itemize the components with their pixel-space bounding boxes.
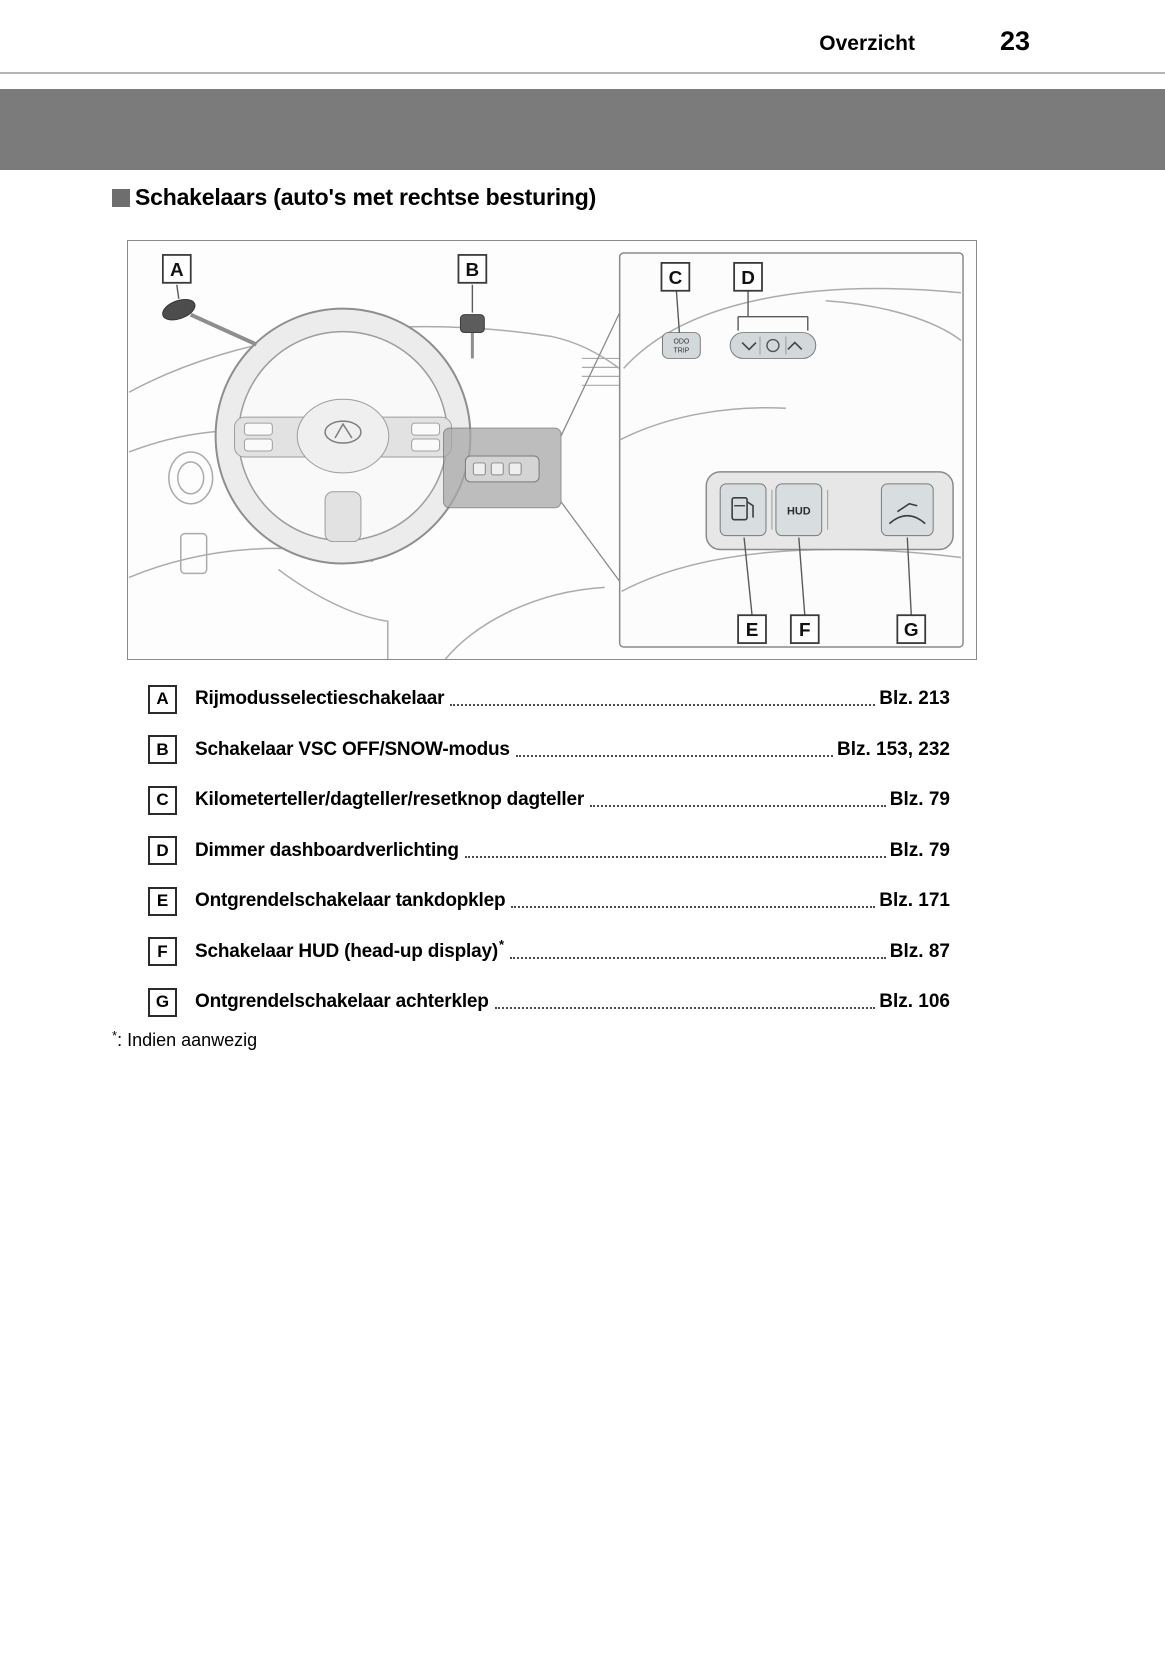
dot-leader: [464, 855, 886, 858]
callout-label-c: C: [660, 261, 691, 292]
leader-lines: [176, 284, 912, 616]
lower-switch-panel: HUD: [705, 471, 954, 551]
trunk-release-switch: [880, 483, 934, 537]
section-marker-icon: [112, 188, 130, 207]
header-rule: [0, 72, 1165, 74]
legend-item-label: Dimmer dashboardverlichting: [195, 839, 459, 861]
svg-text:F: F: [799, 620, 811, 641]
legend-item-label: Ontgrendelschakelaar achterklep: [195, 991, 489, 1013]
legend-row: G Ontgrendelschakelaar achterklep Blz. 1…: [148, 977, 950, 1028]
dot-leader: [510, 956, 886, 959]
dimmer-icon: [766, 338, 780, 353]
chapter-label: Overzicht: [819, 32, 915, 55]
fuel-door-switch: [719, 483, 767, 537]
svg-text:C: C: [669, 268, 683, 289]
footnote-marker: *: [112, 1028, 118, 1043]
svg-text:ODO: ODO: [673, 339, 689, 346]
section-title: Schakelaars (auto's met rechtse besturin…: [135, 184, 597, 210]
callout-label-b: B: [457, 254, 488, 284]
svg-text:B: B: [466, 260, 480, 281]
callout-label-f: F: [789, 614, 820, 644]
svg-text:TRIP: TRIP: [673, 347, 689, 354]
legend-key-box: F: [148, 937, 177, 967]
dashboard-illustration: ODO TRIP: [128, 252, 964, 659]
inset-panel: ODO TRIP: [618, 252, 964, 648]
footnote-text: : Indien aanwezig: [117, 1030, 258, 1050]
legend-row: F Schakelaar HUD (head-up display) * Blz…: [148, 927, 950, 978]
odo-trip-button: ODO TRIP: [661, 332, 701, 359]
footnote-marker-ref: *: [498, 937, 505, 953]
legend-item-label: Schakelaar VSC OFF/SNOW-modus: [195, 738, 510, 760]
legend-row: E Ontgrendelschakelaar tankdopklep Blz. …: [148, 876, 950, 927]
page-number: 23: [999, 26, 1030, 56]
svg-text:G: G: [904, 620, 919, 641]
footnote: *: Indien aanwezig: [112, 1028, 258, 1051]
legend-key-box: E: [148, 886, 177, 916]
page-ref: Blz. 79: [889, 789, 950, 811]
callout-label-a: A: [161, 254, 192, 284]
drive-mode-switch: [162, 298, 258, 347]
dashboard-diagram-figure: ODO TRIP: [127, 240, 977, 660]
page-ref: Blz. 79: [889, 839, 950, 861]
page-header: Overzicht 23: [0, 26, 1030, 57]
legend-key-box: G: [148, 987, 177, 1017]
callout-label-d: D: [733, 261, 763, 292]
legend-row: B Schakelaar VSC OFF/SNOW-modus Blz. 153…: [148, 725, 950, 776]
legend-item-label: Rijmodusselectieschakelaar: [195, 688, 445, 710]
svg-text:A: A: [170, 260, 184, 281]
legend-list: A Rijmodusselectieschakelaar Blz. 213 B …: [148, 674, 950, 1028]
page-ref: Blz. 171: [879, 890, 950, 912]
callout-label-e: E: [737, 614, 767, 644]
dot-leader: [450, 704, 876, 707]
hud-switch: HUD: [775, 483, 823, 537]
page-ref: Blz. 213: [879, 688, 950, 710]
vsc-off-snow-switch: [459, 314, 485, 359]
legend-key-box: A: [148, 684, 177, 714]
trunk-open-icon: [888, 502, 926, 525]
dot-leader: [511, 906, 876, 909]
svg-text:E: E: [746, 620, 759, 641]
chevron-down-icon: [741, 341, 757, 351]
legend-item-label: Kilometerteller/dagteller/resetknop dagt…: [195, 789, 585, 811]
steering-wheel: [214, 307, 472, 565]
section-heading: Schakelaars (auto's met rechtse besturin…: [112, 184, 596, 211]
dot-leader: [494, 1007, 876, 1010]
page-ref: Blz. 106: [879, 991, 950, 1013]
diagram-labels: A B C D E F G: [161, 254, 927, 644]
dimmer-rocker: [729, 332, 817, 359]
dot-leader: [515, 754, 833, 757]
fuel-pump-icon: [731, 496, 754, 521]
lexus-logo-icon: [324, 420, 362, 444]
dot-leader: [590, 805, 886, 808]
legend-row: D Dimmer dashboardverlichting Blz. 79: [148, 826, 950, 877]
legend-key-box: D: [148, 836, 177, 866]
legend-row: A Rijmodusselectieschakelaar Blz. 213: [148, 674, 950, 725]
svg-text:D: D: [741, 268, 755, 289]
zoom-source-region: [443, 312, 621, 582]
page-ref: Blz. 87: [889, 940, 950, 962]
callout-label-g: G: [896, 614, 927, 644]
page-ref: Blz. 153, 232: [836, 738, 950, 760]
svg-text:HUD: HUD: [787, 506, 811, 518]
legend-row: C Kilometerteller/dagteller/resetknop da…: [148, 775, 950, 826]
chevron-up-icon: [787, 341, 803, 351]
legend-item-label: Schakelaar HUD (head-up display): [195, 940, 498, 962]
legend-key-box: B: [148, 735, 177, 765]
legend-key-box: C: [148, 785, 177, 815]
legend-item-label: Ontgrendelschakelaar tankdopklep: [195, 890, 506, 912]
chapter-banner: [0, 89, 1165, 170]
